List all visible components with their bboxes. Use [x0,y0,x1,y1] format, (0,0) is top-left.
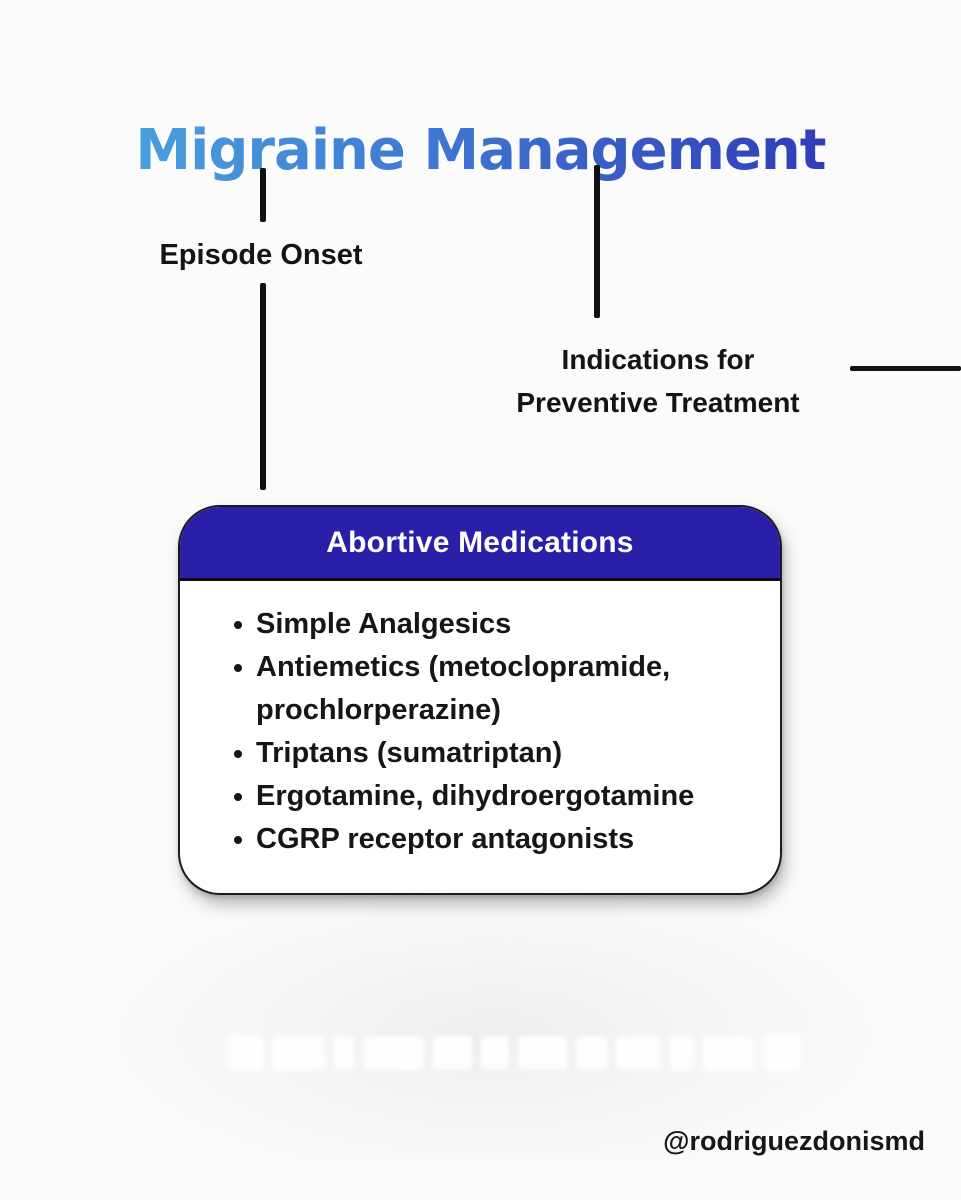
list-item: Triptans (sumatriptan) [232,732,754,775]
ghost-word [762,1036,800,1070]
list-item-text: Antiemetics (metoclopramide, prochlorper… [256,651,671,726]
list-item-text: Ergotamine, dihydroergotamine [256,780,695,812]
bullet-icon [234,750,242,758]
ghost-word [615,1036,662,1070]
author-handle: @rodriguezdonismd [663,1126,925,1156]
connector-line-indications [594,165,600,318]
ghost-word [702,1036,754,1070]
ghost-text-band [228,1036,800,1070]
ghost-word [432,1036,473,1070]
branch-label-preventive-indications: Indications for Preventive Treatment [516,344,800,418]
list-item: Antiemetics (metoclopramide, prochlorper… [232,646,754,732]
ghost-word [362,1036,424,1070]
ghost-word [575,1036,607,1070]
connector-line-episode-bottom [260,283,266,490]
list-item: CGRP receptor antagonists [232,818,754,861]
branch-label-episode-onset: Episode Onset [159,239,363,271]
ghost-word [517,1036,567,1070]
list-item: Simple Analgesics [232,603,754,646]
card-header-title: Abortive Medications [326,525,634,559]
ghost-word [272,1036,326,1070]
ghost-word [481,1036,509,1070]
list-item: Ergotamine, dihydroergotamine [232,775,754,818]
ghost-word [334,1036,354,1070]
bottom-shadow-gradient [100,880,890,1160]
bullet-icon [234,836,242,844]
list-item-text: Triptans (sumatriptan) [256,737,563,769]
page-title: Migraine Management [0,119,961,182]
bullet-icon [234,793,242,801]
list-item-text: Simple Analgesics [256,608,512,640]
list-item-text: CGRP receptor antagonists [256,823,635,855]
medication-list: Simple Analgesics Antiemetics (metoclopr… [180,581,780,861]
connector-line-episode-top [260,168,266,222]
abortive-medications-card: Abortive Medications Simple Analgesics A… [178,505,782,895]
connector-line-right-edge [850,366,961,371]
ghost-word [670,1036,694,1070]
bullet-icon [234,664,242,672]
card-header: Abortive Medications [180,507,780,581]
ghost-word [228,1036,264,1070]
bullet-icon [234,621,242,629]
